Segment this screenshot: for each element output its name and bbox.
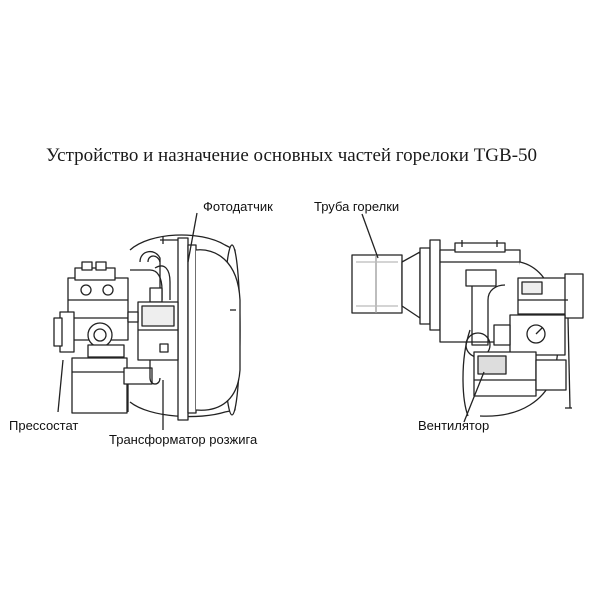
- diagram-title: Устройство и назначение основных частей …: [46, 145, 538, 166]
- label-pressostat: Прессостат: [9, 418, 79, 433]
- label-burner-tube: Труба горелки: [314, 199, 400, 214]
- label-photosensor: Фотодатчик: [203, 199, 273, 214]
- label-ignition-transformer: Трансформатор розжига: [109, 432, 258, 447]
- right-burner-view: [351, 213, 584, 423]
- left-burner-view: [53, 212, 241, 430]
- label-fan: Вентилятор: [418, 418, 490, 433]
